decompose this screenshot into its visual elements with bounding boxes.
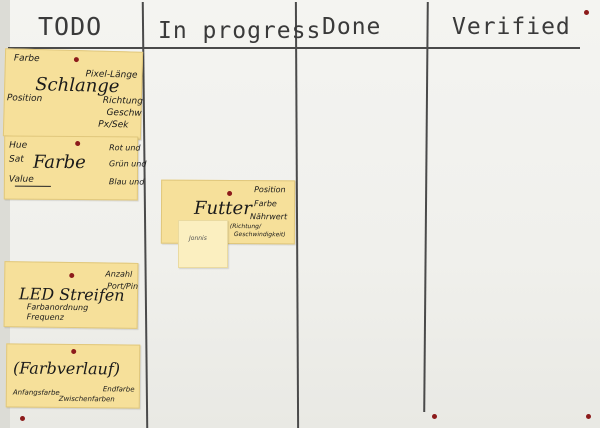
note-label-hue: Hue [9,140,28,151]
note-label-position: Position [254,185,286,195]
sticky-note-led-streifen[interactable]: Anzahl Port/Pin LED Streifen Farbanordnu… [3,261,139,329]
note-title-farbverlauf: (Farbverlauf) [12,358,121,379]
note-label-naehrwert: Nährwert [249,212,288,222]
board-pin-bottom-mid [432,414,437,419]
column-header-verified: Verified [452,14,571,40]
note-label-farbe: Farbe [254,199,277,209]
note-label-position: Position [6,93,43,105]
arrow-icon [14,185,51,187]
pushpin [73,57,79,63]
note-title-schlange: Schlange [34,74,120,98]
column-header-done: Done [322,14,382,40]
note-title-futter: Futter [193,197,252,220]
sticky-note-schlange[interactable]: Farbe Pixel-Länge Schlange Position Rich… [2,48,144,140]
header-underline [8,47,580,49]
note-label-farbanordnung: Farbanordnung [26,302,89,313]
sticky-note-initials[interactable]: Jonnis [178,220,228,268]
pushpin [75,141,81,147]
note-label-blau-und: Blau und [108,177,145,187]
note-label-sat: Sat [9,154,24,165]
note-label-farbe: Farbe [13,53,40,65]
note-label-initials: Jonnis [189,235,207,242]
note-label-geschwindigkeit: Geschwindigkeit) [233,231,286,239]
note-label-zwischenfarben: Zwischenfarben [58,394,115,404]
note-label-geschw: Geschw [106,107,142,119]
pushpin [69,272,75,279]
board-pin-top-right [584,10,589,15]
note-title-farbe: Farbe [32,151,86,174]
pushpin [227,190,233,197]
note-label-richtung: (Richtung/ [229,223,262,231]
note-label-rot-und: Rot und [109,143,141,153]
column-divider-3 [423,2,429,412]
note-label-endfarbe: Endfarbe [102,385,135,394]
sticky-note-farbe[interactable]: Hue Sat Farbe Value Rot und Grün und Bla… [3,135,146,201]
note-label-px-sek: Px/Sek [98,119,129,131]
note-label-value: Value [8,174,34,185]
note-label-richtung: Richtung [102,95,144,107]
note-label-anzahl: Anzahl [105,269,133,279]
column-header-in-progress: In progress [158,18,322,44]
note-label-gruen-und: Grün und [108,159,147,169]
board-pin-bottom-right [586,414,591,419]
column-divider-2 [294,1,299,428]
column-header-todo: TODO [38,12,103,41]
note-label-frequenz: Frequenz [26,312,64,322]
sticky-note-farbverlauf[interactable]: (Farbverlauf) Anfangsfarbe Endfarbe Zwis… [5,343,141,409]
note-label-anfangsfarbe: Anfangsfarbe [12,388,60,397]
pushpin [71,348,77,355]
board-pin-bottom-left [20,416,25,421]
